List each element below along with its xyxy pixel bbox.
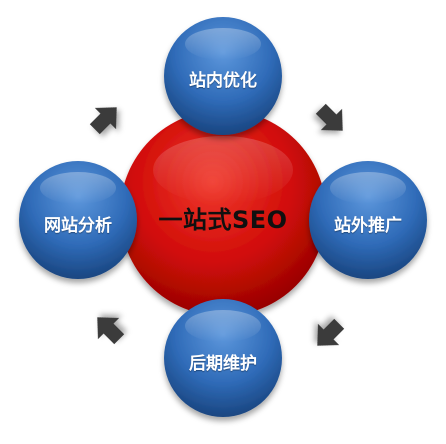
arrow-left-to-top xyxy=(89,107,117,135)
node-label-right: 站外推广 xyxy=(334,216,402,236)
arrow-right-to-bottom xyxy=(317,318,345,346)
node-right-circle xyxy=(309,161,427,279)
node-label-left: 网站分析 xyxy=(44,216,112,236)
center-label: 一站式SEO xyxy=(158,206,288,234)
arrow-top-to-right xyxy=(315,103,343,131)
node-bottom-circle xyxy=(164,299,282,417)
center-circle xyxy=(120,110,326,316)
arrow-bottom-to-left xyxy=(97,317,125,345)
node-label-top: 站内优化 xyxy=(189,71,257,91)
node-top-circle xyxy=(164,17,282,135)
node-left-circle xyxy=(19,161,137,279)
node-label-bottom: 后期维护 xyxy=(189,354,257,374)
